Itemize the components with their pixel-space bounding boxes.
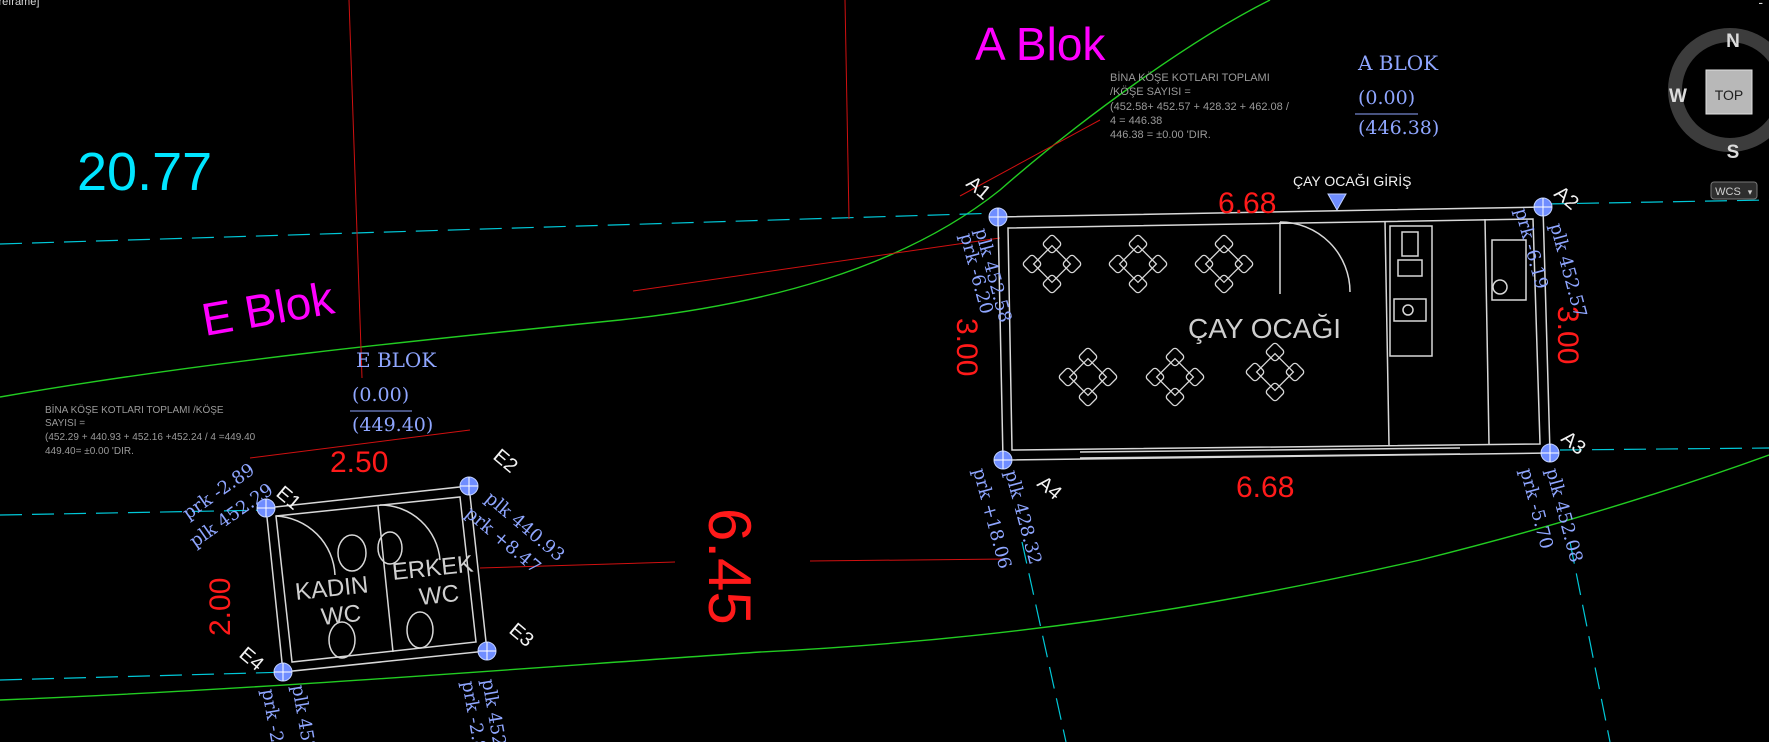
ucs-menu-button[interactable]: [1710, 181, 1758, 200]
chair: [1165, 387, 1185, 407]
e-blok-note: BİNA KÖŞE KOTLARI TOPLAMI /KÖŞE SAYISI =…: [45, 403, 256, 457]
viewcube-face-label[interactable]: TOP: [1715, 87, 1744, 103]
svg-text:4 = 446.38: 4 = 446.38: [1110, 115, 1162, 127]
corner-plk-e4: plk 452.: [287, 683, 321, 742]
corner-name-a1: A1: [962, 172, 995, 205]
svg-text:BİNA KÖŞE KOTLARI TOPLAMI /KÖŞ: BİNA KÖŞE KOTLARI TOPLAMI /KÖŞE: [45, 403, 224, 416]
chair: [1058, 367, 1078, 387]
corner-crosshair: [994, 451, 1012, 469]
table: [1118, 244, 1158, 284]
chair: [1078, 347, 1098, 367]
erkek-wc-suffix: WC: [418, 580, 461, 611]
chair: [1214, 274, 1234, 294]
erkek-wc-label: ERKEK: [391, 551, 475, 586]
svg-text:446.38 = ±0.00 'DIR.: 446.38 = ±0.00 'DIR.: [1110, 129, 1211, 141]
chair: [1185, 367, 1205, 387]
e-blok-elevation: (449.40): [352, 414, 433, 436]
chair: [1108, 254, 1128, 274]
a-blok-furniture: [1022, 234, 1305, 407]
cay-ocagi-room-label: ÇAY OCAĞI: [1188, 313, 1341, 344]
compass-north[interactable]: N: [1726, 31, 1740, 52]
corner-crosshair: [460, 477, 478, 495]
chair: [1265, 342, 1285, 362]
svg-text:(452.29 + 440.93 + 452.16 +452: (452.29 + 440.93 + 452.16 +452.24 / 4 =4…: [45, 432, 256, 443]
corner-name-e1: E1: [272, 482, 305, 515]
viewcube[interactable]: TOP N S W WCS ▾: [1668, 28, 1769, 200]
a-blok-elevation: (446.38): [1358, 117, 1439, 139]
a-blok-title: A Blok: [975, 18, 1106, 70]
a-blok-bottom-dimension: 6.68: [1236, 471, 1294, 504]
chair: [1128, 274, 1148, 294]
chair: [1194, 254, 1214, 274]
area-value: 20.77: [77, 142, 212, 202]
table: [1204, 244, 1244, 284]
corner-crosshair: [1541, 444, 1559, 462]
e-blok-label: E BLOK: [356, 348, 437, 372]
chair: [1245, 362, 1265, 382]
chair: [1062, 254, 1082, 274]
chair: [1042, 234, 1062, 254]
a-blok-note: BİNA KÖŞE KOTLARI TOPLAMI /KÖŞE SAYISI =…: [1110, 71, 1290, 141]
corner-crosshair: [1534, 198, 1552, 216]
e-blok-title: E Blok: [198, 271, 339, 345]
corner-crosshair: [274, 663, 292, 681]
svg-text:/KÖŞE SAYISI =: /KÖŞE SAYISI =: [1110, 86, 1191, 98]
viewport-minimize-icon[interactable]: -: [1758, 0, 1763, 10]
e-blok-level: (0.00): [352, 384, 409, 406]
chair: [1234, 254, 1254, 274]
ucs-chevron-down-icon[interactable]: ▾: [1748, 187, 1753, 197]
a-blok-right-dimension: 3.00: [1551, 306, 1584, 364]
chair: [1214, 234, 1234, 254]
svg-text:BİNA KÖŞE KOTLARI TOPLAMI: BİNA KÖŞE KOTLARI TOPLAMI: [1110, 71, 1270, 84]
compass-south[interactable]: S: [1727, 142, 1740, 163]
entrance-arrow-icon: [1327, 193, 1347, 212]
chair: [1098, 367, 1118, 387]
svg-text:SAYISI =: SAYISI =: [45, 418, 85, 429]
a-blok-label: A BLOK: [1357, 51, 1439, 75]
chair: [1078, 387, 1098, 407]
chair: [1265, 382, 1285, 402]
e-blok-top-dimension: 2.50: [330, 446, 388, 479]
ucs-label[interactable]: WCS: [1715, 186, 1741, 198]
table: [1255, 352, 1295, 392]
viewcube-top-face[interactable]: [1705, 69, 1753, 115]
viewport-label[interactable]: ireframe]: [0, 0, 40, 8]
e-blok-left-dimension: 2.00: [204, 578, 237, 636]
corner-name-a2: A2: [1550, 182, 1583, 215]
chair: [1042, 274, 1062, 294]
a-blok-left-dimension: 3.00: [950, 318, 983, 376]
corner-name-e4: E4: [235, 643, 268, 676]
corner-prk-e4: prk -2.7: [257, 687, 290, 742]
corner-markers: [256, 197, 1560, 682]
table: [1032, 244, 1072, 284]
corner-crosshair: [989, 208, 1007, 226]
chair: [1285, 362, 1305, 382]
kadin-wc-suffix: WC: [320, 600, 363, 631]
svg-text:449.40= ±0.00 'DIR.: 449.40= ±0.00 'DIR.: [45, 446, 134, 457]
cay-ocagi-entrance-label: ÇAY OCAĞI GİRİŞ: [1293, 172, 1412, 189]
red-reference-lines: [249, 0, 1101, 569]
chair: [1145, 367, 1165, 387]
compass-west[interactable]: W: [1669, 86, 1687, 107]
corner-name-a4: A4: [1033, 472, 1066, 505]
a-blok-level: (0.00): [1358, 87, 1415, 109]
corner-name-e2: E2: [489, 445, 522, 478]
svg-text:(452.58+ 452.57 + 428.32 + 462: (452.58+ 452.57 + 428.32 + 462.08 /: [1110, 101, 1290, 113]
boundary-dashed-lines: [0, 199, 1769, 742]
terrain-lines: [0, 0, 1769, 701]
corner-crosshair: [478, 642, 496, 660]
chair: [1148, 254, 1168, 274]
a-blok-top-dimension: 6.68: [1218, 187, 1276, 220]
chair: [1022, 254, 1042, 274]
corner-name-a3: A3: [1557, 427, 1590, 460]
corner-crosshair: [257, 499, 275, 517]
chair: [1165, 347, 1185, 367]
table: [1068, 357, 1108, 397]
corner-prk-a2: prk -6.19: [1510, 206, 1552, 292]
chair: [1128, 234, 1148, 254]
table: [1155, 357, 1195, 397]
gap-dimension: 6.45: [696, 508, 763, 625]
corner-name-e3: E3: [505, 619, 538, 652]
